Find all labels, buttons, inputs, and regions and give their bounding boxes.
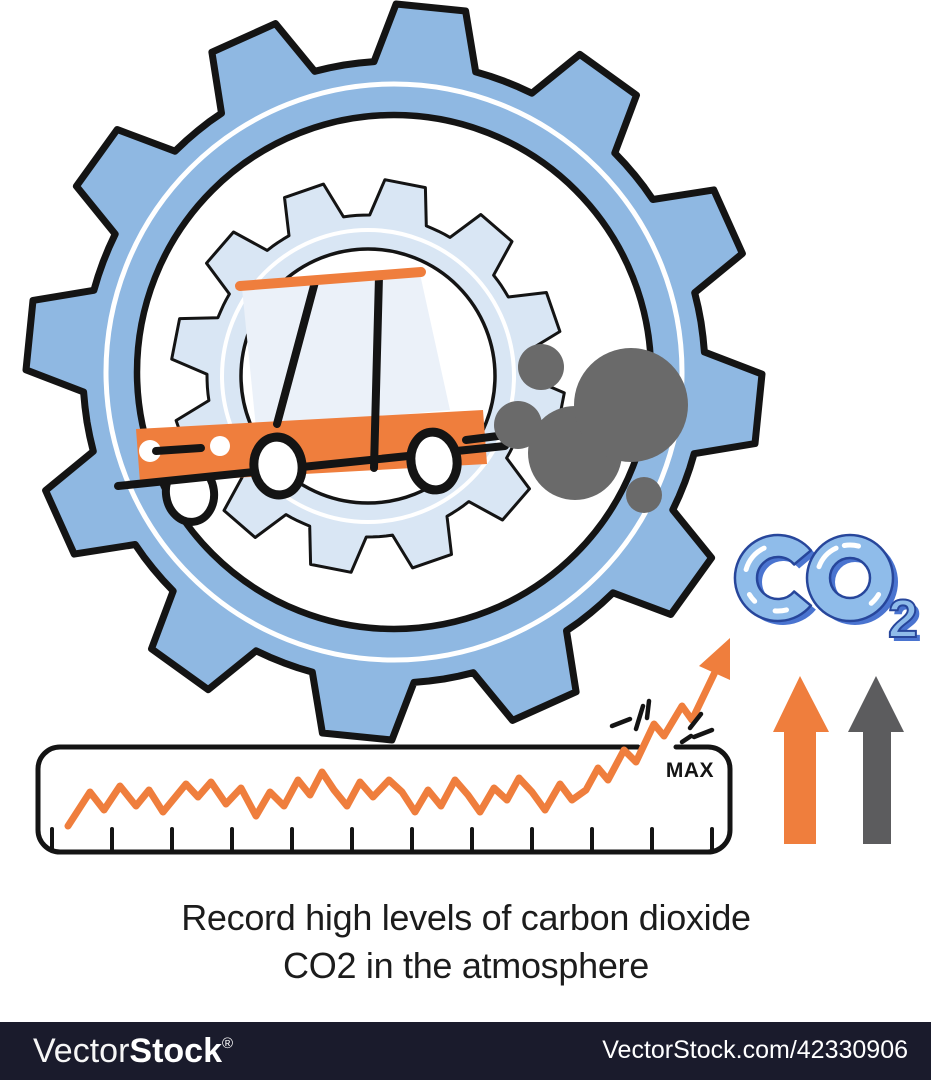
smoke-cloud-icon: [494, 344, 688, 513]
car-roof: [235, 267, 426, 291]
car-trim-dash: [152, 444, 205, 455]
co2-highlights: [743, 542, 882, 614]
trend-line: [64, 666, 720, 830]
co2-subscript-shadow: 2: [892, 593, 922, 653]
watermark-url: VectorStock.com/42330906: [602, 1036, 908, 1064]
gray-up-arrow: [848, 676, 904, 844]
big-gear-highlight-arc: [103, 81, 685, 663]
car-mid-pillar: [370, 272, 383, 472]
registered-mark: ®: [222, 1035, 233, 1052]
logo-vector: Vector: [33, 1032, 129, 1070]
car-rear-wheel: [406, 427, 462, 495]
car-icon: [114, 267, 509, 526]
caption: Record high levels of carbon dioxide CO2…: [181, 897, 751, 986]
gauge-ticks: [50, 827, 714, 853]
gauge-max-label: MAX: [666, 759, 714, 782]
orange-up-arrow: [773, 676, 829, 844]
car-front-wheel: [249, 432, 307, 500]
vectorstock-logo: VectorStock®: [33, 1032, 233, 1070]
small-gear-highlight-arc: [220, 228, 516, 524]
burst-marks: [609, 698, 715, 745]
gauge-chart: MAX: [35, 638, 733, 855]
co2-label: 2 2: [733, 533, 922, 653]
gauge-box: [35, 744, 733, 855]
car-door-dot: [210, 436, 230, 456]
car-body: [136, 410, 487, 483]
car-window: [242, 274, 450, 428]
caption-line-2: CO2 in the atmosphere: [283, 945, 649, 986]
car-exhaust-pipe: [462, 432, 502, 444]
co2-letter-o: [805, 533, 895, 623]
caption-line-1: Record high levels of carbon dioxide: [181, 897, 751, 938]
co2-letter-c: [733, 533, 813, 623]
logo-stock: Stock: [129, 1032, 222, 1070]
co2-subscript: 2: [888, 589, 918, 649]
car-headlight: [139, 440, 161, 462]
watermark-bar: VectorStock® VectorStock.com/42330906: [0, 1022, 931, 1080]
car-front-pillar: [273, 278, 319, 428]
trend-arrowhead: [699, 638, 730, 680]
watermark-background: [0, 1022, 931, 1080]
